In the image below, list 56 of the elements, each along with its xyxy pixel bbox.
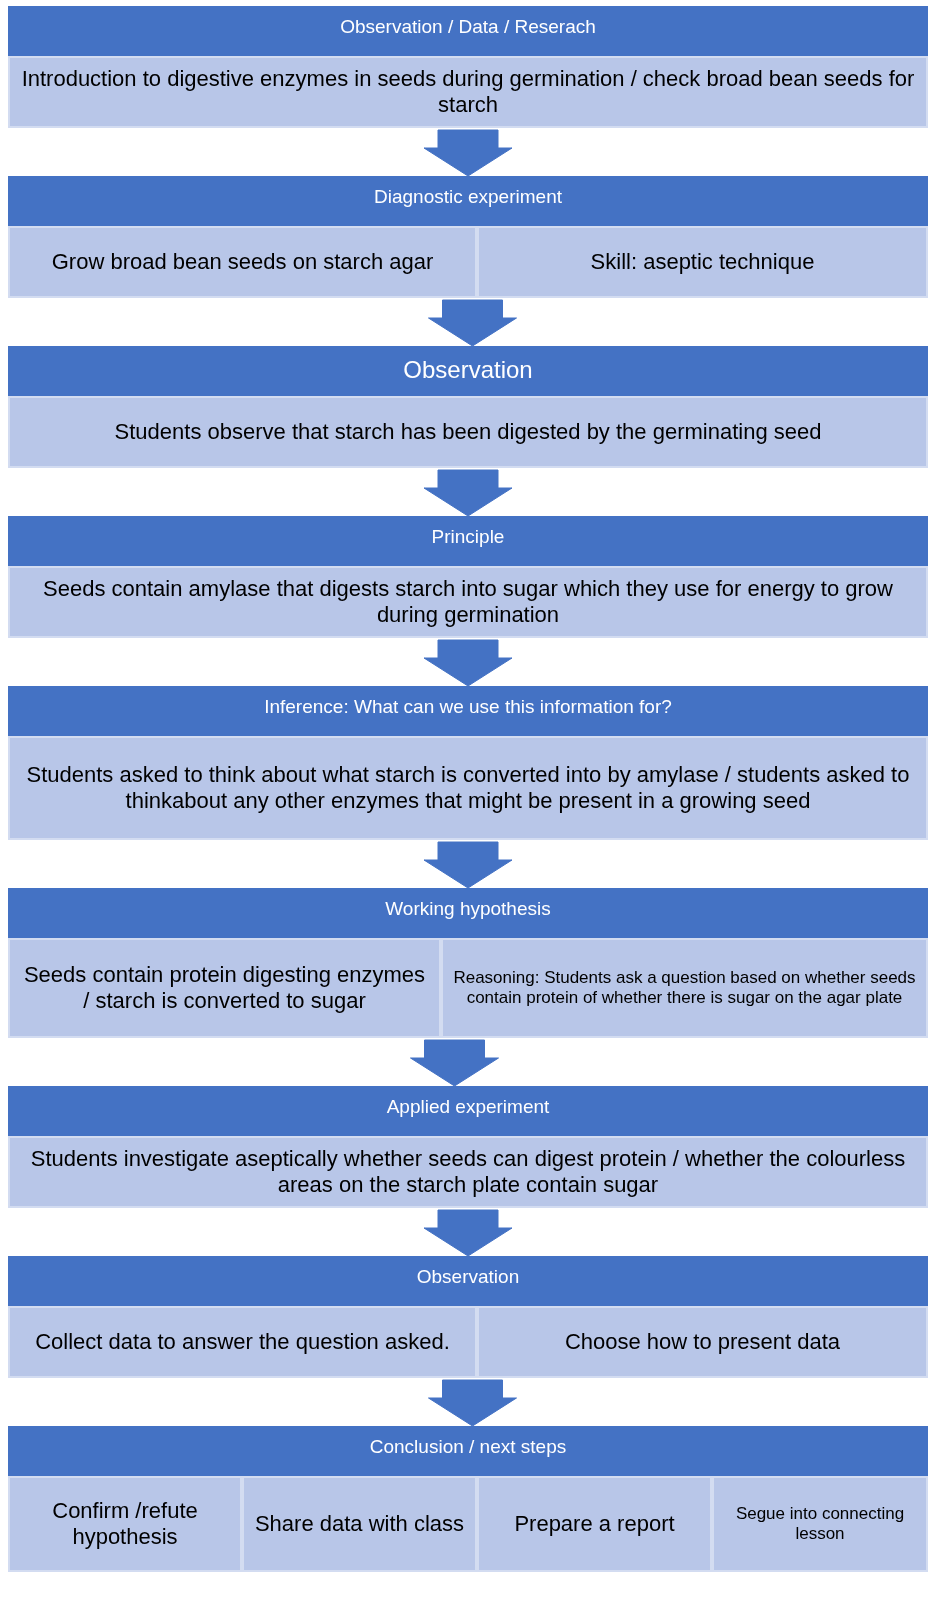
stage-header (8, 1256, 928, 1306)
step-text: Choose how to present data (564, 1329, 841, 1355)
step-box (712, 1476, 928, 1572)
step-text: Prepare a report (514, 1511, 675, 1537)
header-text: Applied experiment (386, 1096, 550, 1119)
step-box (477, 226, 928, 298)
stage-header (8, 176, 928, 226)
step-box (8, 1306, 477, 1378)
stage-header (8, 686, 928, 736)
step-box (8, 396, 928, 468)
stage-header (8, 516, 928, 566)
down-arrow (423, 469, 513, 517)
step-text: Confirm /refute hypothesis (51, 1498, 199, 1550)
step-text: Reasoning: Students ask a question based on whether seeds contain protein of whether there is sugar on the agar plate (452, 967, 917, 1009)
step-text: Students investigate aseptically whether seeds can digest protein / whether the colourless areas on the starch plate contain sugar (29, 1146, 907, 1198)
step-text: Seeds contain protein digesting enzymes / starch is converted to sugar (22, 962, 427, 1014)
stage-header (8, 1086, 928, 1136)
step-text: Share data with class (254, 1511, 465, 1537)
step-box (8, 1476, 242, 1572)
header-text: Observation / Data / Reserach (340, 16, 596, 39)
down-arrow (423, 1209, 513, 1257)
header-text: Observation (403, 356, 533, 385)
header-text: Working hypothesis (385, 898, 551, 921)
step-box (477, 1306, 928, 1378)
stage-header (8, 888, 928, 938)
step-box (8, 1136, 928, 1208)
down-arrow (428, 299, 517, 347)
step-text: Skill: aseptic technique (590, 249, 815, 275)
step-text: Grow broad bean seeds on starch agar (51, 249, 434, 275)
step-box (477, 1476, 712, 1572)
step-text: Introduction to digestive enzymes in seeds during germination / check broad bean seeds for starch (20, 66, 916, 118)
step-text: Students observe that starch has been digested by the germinating seed (114, 419, 822, 445)
stage-header (8, 346, 928, 396)
step-box (8, 938, 441, 1038)
stage-header (8, 6, 928, 56)
step-text: Students asked to think about what starch is converted into by amylase / students asked to thinkabout any other enzymes that might be present in a growing seed (25, 762, 911, 814)
header-text: Diagnostic experiment (374, 186, 562, 209)
step-text: Segue into connecting lesson (734, 1503, 906, 1545)
step-box (242, 1476, 477, 1572)
header-text: Observation (416, 1266, 520, 1289)
step-box (8, 736, 928, 840)
down-arrow (410, 1039, 499, 1087)
step-text: Collect data to answer the question asked. (35, 1329, 450, 1355)
down-arrow (428, 1379, 517, 1427)
step-box (441, 938, 928, 1038)
header-text: Inference: What can we use this information for? (264, 696, 672, 719)
step-text: Seeds contain amylase that digests starch into sugar which they use for energy to grow during germination (42, 576, 894, 628)
step-box (8, 56, 928, 128)
down-arrow (423, 129, 513, 177)
step-box (8, 566, 928, 638)
down-arrow (423, 841, 513, 889)
header-text: Principle (431, 526, 505, 549)
step-box (8, 226, 477, 298)
down-arrow (423, 639, 513, 687)
stage-header (8, 1426, 928, 1476)
header-text: Conclusion / next steps (369, 1436, 567, 1459)
